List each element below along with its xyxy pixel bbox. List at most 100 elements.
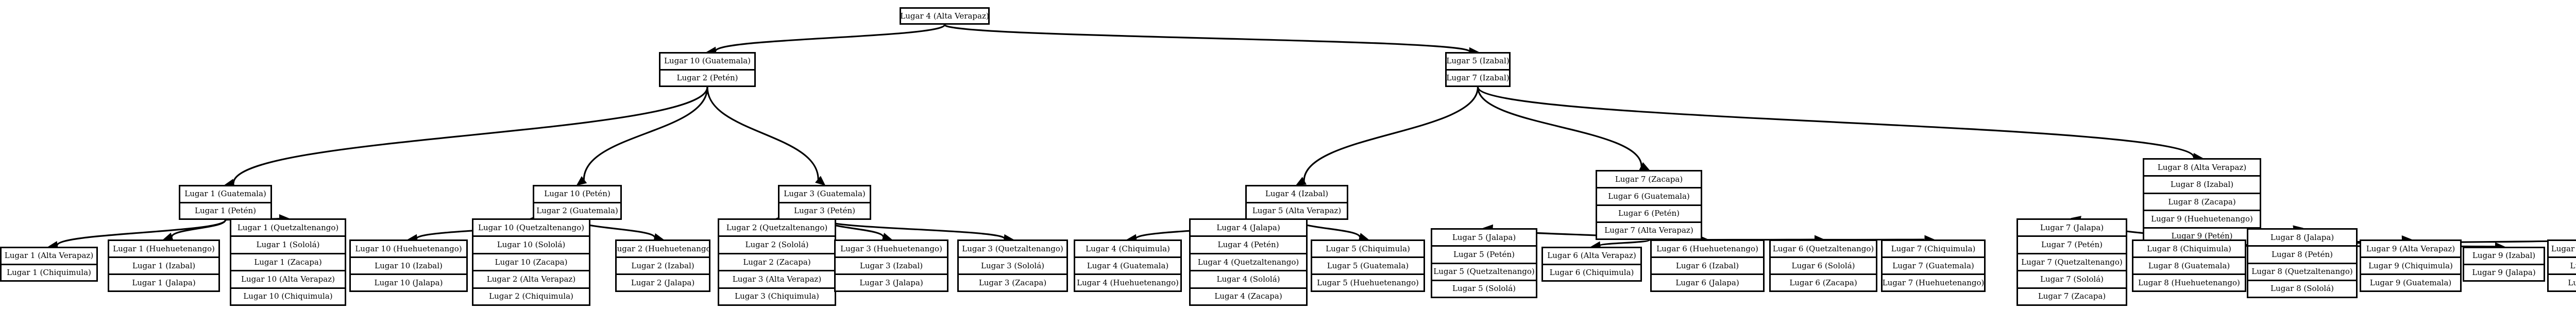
- node-label: Lugar 8 (Guatemala): [2133, 256, 2245, 273]
- node-label: Lugar 8 (Quetzaltenango): [2248, 262, 2356, 280]
- node-label: Lugar 8 (Zacapa): [2144, 192, 2260, 210]
- node-label: Lugar 7 (Sololá): [2018, 270, 2126, 287]
- node-k8: Lugar 3 (Huehuetenango)Lugar 3 (Izabal)L…: [834, 239, 948, 292]
- node-label: Lugar 9 (Huehuetenango): [2144, 210, 2260, 227]
- node-label: Lugar 10 (Alta Verapaz): [231, 270, 345, 287]
- node-l1b: Lugar 5 (Izabal) Lugar 7 (Izabal): [1445, 52, 1511, 87]
- node-label: Lugar 6 (Alta Verapaz): [1547, 251, 1636, 261]
- node-label: Lugar 3 (Chiquimula): [719, 287, 835, 304]
- node-k14: Lugar 6 (Alta Verapaz)Lugar 6 (Chiquimul…: [1541, 247, 1642, 282]
- node-label: Lugar 2 (Zacapa): [719, 252, 835, 270]
- node-label: Lugar 6 (Jalapa): [1652, 273, 1763, 290]
- node-label: Lugar 6 (Quetzaltenango): [1772, 244, 1874, 253]
- node-k21: Lugar 9 (Alta Verapaz)Lugar 9 (Chiquimul…: [2360, 239, 2462, 292]
- node-k10: Lugar 4 (Chiquimula)Lugar 4 (Guatemala)L…: [1074, 239, 1182, 292]
- node-label: Lugar 1 (Alta Verapaz): [4, 251, 94, 261]
- node-l1a: Lugar 10 (Guatemala) Lugar 2 (Petén): [659, 52, 756, 87]
- node-k12: Lugar 5 (Chiquimula)Lugar 5 (Guatemala)L…: [1311, 239, 1425, 292]
- node-label: Lugar 3 (Alta Verapaz): [719, 270, 835, 287]
- node-label: Lugar 1 (Chiquimula): [2, 263, 96, 281]
- node-label: Lugar 10 (Guatemala): [664, 56, 751, 66]
- node-label: Lugar 2 (Huehuetenango): [617, 244, 709, 253]
- node-k19: Lugar 8 (Chiquimula)Lugar 8 (Guatemala)L…: [2132, 239, 2246, 292]
- edge-l1b-l2e: [1477, 87, 1642, 167]
- node-label: Lugar 3 (Zacapa): [959, 273, 1066, 290]
- node-k7: Lugar 2 (Quetzaltenango) Lugar 2 (Sololá)…: [718, 218, 836, 306]
- node-label: Lugar 10 (Huehuetenango): [355, 244, 462, 253]
- node-label: Lugar 4 (Chiquimula): [1086, 244, 1170, 253]
- edge-root-l1b: [943, 24, 1471, 53]
- node-label: Lugar 3 (Huehuetenango): [840, 244, 942, 253]
- node-label: Lugar 7 (Izabal): [1447, 68, 1509, 86]
- node-k23: Lugar 9 (Quetzaltenango)Lugar 9 (Sololá)…: [2547, 239, 2576, 292]
- node-label: Lugar 4 (Sololá): [1191, 270, 1306, 287]
- node-label: Lugar 10 (Sololá): [473, 235, 589, 252]
- node-k3: Lugar 1 (Quetzaltenango) Lugar 1 (Sololá)…: [230, 218, 346, 306]
- node-k16: Lugar 6 (Quetzaltenango) Lugar 6 (Sololá)…: [1769, 239, 1877, 292]
- node-label: Lugar 8 (Izabal): [2144, 175, 2260, 192]
- node-label: Lugar 2 (Guatemala): [534, 201, 620, 219]
- node-label: Lugar 3 (Jalapa): [836, 273, 947, 290]
- node-l2b: Lugar 10 (Petén) Lugar 2 (Guatemala): [533, 185, 622, 220]
- node-label: Lugar 4 (Guatemala): [1075, 256, 1180, 273]
- node-label: Lugar 6 (Izabal): [1652, 256, 1763, 273]
- node-k18: Lugar 7 (Jalapa) Lugar 7 (Petén) Lugar 7 (…: [2016, 218, 2127, 306]
- node-label: Lugar 6 (Sololá): [1771, 256, 1876, 273]
- arrowhead-l2c: [815, 176, 826, 186]
- node-label: Lugar 7 (Petén): [2018, 235, 2126, 252]
- edge-l1a-l2a: [232, 87, 708, 183]
- edge-l1b-l2f: [1477, 87, 2195, 158]
- node-label: Lugar 5 (Petén): [1432, 245, 1536, 262]
- node-k22: Lugar 9 (Izabal)Lugar 9 (Jalapa): [2463, 247, 2545, 282]
- node-label: Lugar 9 (Sololá): [2549, 256, 2576, 273]
- node-k6: Lugar 2 (Huehuetenango) Lugar 2 (Izabal)L…: [615, 239, 710, 292]
- node-label: Lugar 10 (Izabal): [351, 256, 466, 273]
- node-label: Lugar 2 (Jalapa): [617, 273, 709, 290]
- arrowhead-l2b: [576, 176, 587, 186]
- node-label: Lugar 8 (Huehuetenango): [2133, 273, 2245, 290]
- edge-l1a-l2b: [583, 87, 708, 180]
- node-k11: Lugar 4 (Jalapa)Lugar 4 (Petén)Lugar 4 (…: [1189, 218, 1308, 306]
- node-label: Lugar 1 (Guatemala): [184, 189, 266, 199]
- node-label: Lugar 1 (Sololá): [231, 235, 345, 252]
- node-root: Lugar 4 (Alta Verapaz): [900, 7, 990, 25]
- node-label: Lugar 10 (Jalapa): [351, 273, 466, 290]
- node-label: Lugar 8 (Petén): [2248, 245, 2356, 262]
- node-label: Lugar 1 (Jalapa): [109, 273, 218, 290]
- node-label: Lugar 10 (Quetzaltenango): [478, 222, 584, 232]
- node-label: Lugar 3 (Quetzaltenango): [962, 244, 1063, 253]
- node-label: Lugar 2 (Chiquimula): [473, 287, 589, 304]
- node-label: Lugar 5 (Izabal): [1447, 56, 1509, 66]
- node-k9: Lugar 3 (Quetzaltenango) Lugar 3 (Sololá)…: [957, 239, 1068, 292]
- node-label: Lugar 1 (Zacapa): [231, 252, 345, 270]
- node-label: Lugar 10 (Petén): [544, 189, 611, 199]
- node-label: Lugar 8 (Alta Verapaz): [2157, 162, 2247, 172]
- node-label: Lugar 1 (Quetzaltenango): [237, 222, 339, 232]
- node-label: Lugar 2 (Quetzaltenango): [726, 222, 828, 232]
- node-label: Lugar 9 (Jalapa): [2464, 263, 2544, 281]
- node-label: Lugar 3 (Petén): [779, 201, 870, 219]
- node-k15: Lugar 6 (Huehuetenango)Lugar 6 (Izabal)L…: [1650, 239, 1765, 292]
- node-k17: Lugar 7 (Chiquimula)Lugar 7 (Guatemala)L…: [1881, 239, 1986, 292]
- node-label: Lugar 7 (Zacapa): [1615, 174, 1683, 184]
- node-k4: Lugar 10 (Huehuetenango) Lugar 10 (Izabal…: [349, 239, 468, 292]
- node-label: Lugar 2 (Sololá): [719, 235, 835, 252]
- edge-l2a-k2: [171, 219, 227, 237]
- node-label: Lugar 5 (Chiquimula): [1326, 244, 1410, 253]
- node-label: Lugar 3 (Sololá): [959, 256, 1066, 273]
- node-l2a: Lugar 1 (Guatemala)Lugar 1 (Petén): [179, 185, 272, 220]
- node-label: Lugar 9 (Guatemala): [2361, 273, 2460, 290]
- node-label: Lugar 3 (Guatemala): [784, 189, 866, 199]
- node-label: Lugar 1 (Izabal): [109, 256, 218, 273]
- node-label: Lugar 7 (Jalapa): [2040, 222, 2104, 232]
- arrowhead-l2e: [1639, 162, 1650, 171]
- node-label: Lugar 4 (Quetzaltenango): [1191, 252, 1306, 270]
- node-label: Lugar 2 (Alta Verapaz): [473, 270, 589, 287]
- node-l2e: Lugar 7 (Zacapa)Lugar 6 (Guatemala)Lugar…: [1596, 170, 1702, 240]
- node-label: Lugar 2 (Izabal): [617, 256, 709, 273]
- node-label: Lugar 2 (Petén): [660, 68, 754, 86]
- edge-root-l1a: [715, 24, 946, 52]
- node-label: Lugar 5 (Sololá): [1432, 279, 1536, 297]
- edge-l1a-l2c: [706, 87, 819, 180]
- node-label: Lugar 7 (Zacapa): [2018, 287, 2126, 304]
